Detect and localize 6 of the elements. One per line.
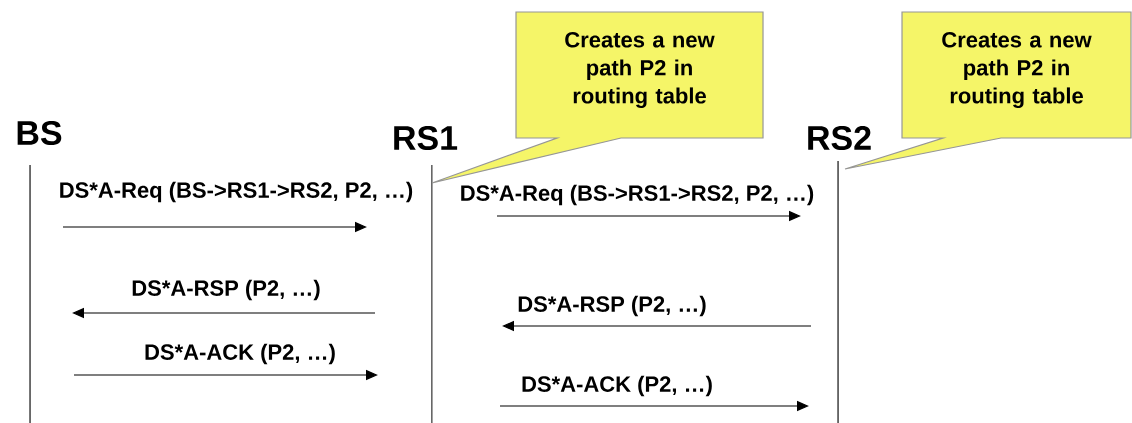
edge-label: DS*A-RSP (P2, …)	[516, 294, 708, 318]
edge-label: DS*A-Req (BS->RS1->RS2, P2, …)	[458, 183, 816, 207]
edge-label: DS*A-RSP (P2, …)	[130, 278, 322, 302]
edge-label: DS*A-ACK (P2, …)	[520, 374, 714, 398]
edge-label: DS*A-ACK (P2, …)	[143, 342, 337, 366]
edge-label: DS*A-Req (BS->RS1->RS2, P2, …)	[57, 180, 415, 204]
